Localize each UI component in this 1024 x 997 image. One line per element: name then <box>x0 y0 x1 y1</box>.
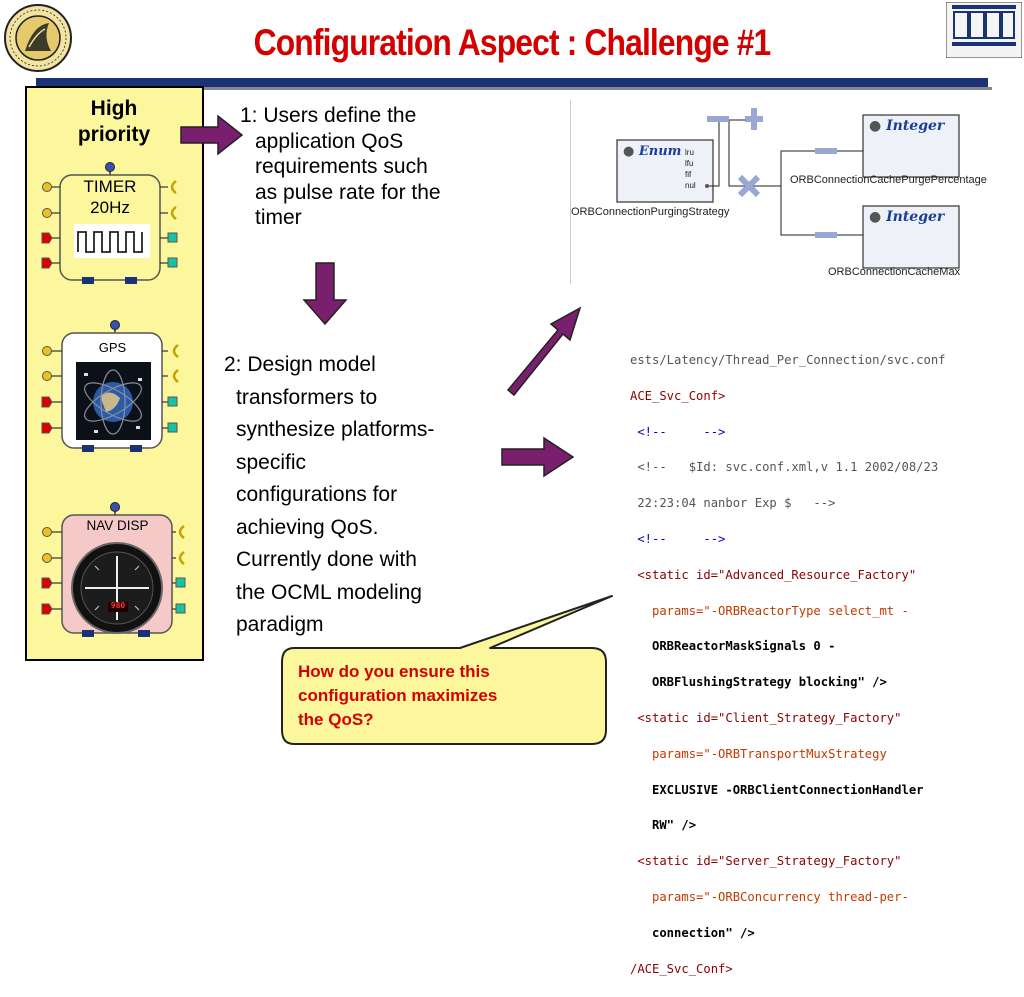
timer-label: TIMER 20Hz <box>60 176 160 218</box>
xml-line: ORBFlushingStrategy blocking" /> <box>630 675 887 690</box>
enum-box-label: ORBConnectionPurgingStrategy <box>571 206 730 218</box>
step1-line: requirements such <box>255 155 428 178</box>
high-priority-label: High priority <box>77 97 151 146</box>
xml-line: RW" /> <box>630 818 697 833</box>
gps-label: GPS <box>98 340 127 355</box>
step2-line: specific <box>236 450 307 474</box>
enum-box-title-text: Enum <box>638 144 682 159</box>
xml-line: params="-ORBTransportMuxStrategy <box>630 746 887 761</box>
step2-line: Currently done with <box>236 548 417 571</box>
xml-line: /ACE_Svc_Conf> <box>630 961 733 976</box>
integer-box-top-title-text: Integer <box>886 118 945 134</box>
callout-line: the QoS? <box>298 710 374 729</box>
step1-text: 1: Users define the application QoS requ… <box>240 103 570 231</box>
timer-label-line2: 20Hz <box>90 198 130 217</box>
timer-component <box>40 160 190 290</box>
xml-line: <!-- --> <box>630 424 726 439</box>
enum-item: fif <box>685 170 692 179</box>
vanderbilt-seal-logo <box>3 3 73 73</box>
header-rule <box>36 78 988 87</box>
step2-line: synthesize platforms- <box>236 418 435 441</box>
xml-line: <static id="Client_Strategy_Factory" <box>630 711 902 726</box>
step2-line: 2: Design model <box>224 353 376 376</box>
integer-box-top-title: ● Integer <box>869 118 944 134</box>
callout-line: configuration maximizes <box>298 686 498 705</box>
qos-model-diagram: ● Enum lru lfu fif nul ORBConnectionPurg… <box>570 100 1024 284</box>
step1-line: 1: Users define the <box>240 104 417 127</box>
callout-text: How do you ensure this configuration max… <box>298 660 588 732</box>
callout-line: How do you ensure this <box>298 662 490 681</box>
integer-icon: ● <box>869 209 882 225</box>
xml-line: connection" /> <box>630 925 755 940</box>
step2-line: the OCML modeling <box>236 580 422 604</box>
step2-line: paradigm <box>236 613 324 636</box>
xml-line: EXCLUSIVE -ORBClientConnectionHandler <box>630 782 924 797</box>
integer-box-bottom-label: ORBConnectionCacheMax <box>828 266 961 278</box>
enum-item: lfu <box>685 159 694 168</box>
xml-line: ORBReactorMaskSignals 0 - <box>630 639 836 654</box>
integer-box-bottom-title-text: Integer <box>886 209 945 225</box>
header-rule-shadow <box>40 87 992 90</box>
slide-title: Configuration Aspect : Challenge #1 <box>253 22 772 63</box>
xml-line: <static id="Advanced_Resource_Factory" <box>630 567 917 582</box>
xml-line: 22:23:04 nanbor Exp $ --> <box>630 496 836 511</box>
xml-line: <static id="Server_Strategy_Factory" <box>630 854 902 869</box>
integer-icon: ● <box>869 118 882 134</box>
right-arrow <box>501 436 575 478</box>
step2-text: 2: Design model transformers to synthesi… <box>224 352 524 638</box>
xml-line: params="-ORBConcurrency thread-per- <box>630 890 909 905</box>
integer-box-bottom-title: ● Integer <box>869 209 944 225</box>
xml-line: ACE_Svc_Conf> <box>630 388 726 403</box>
enum-item: nul <box>685 181 696 190</box>
integer-box-top-label: ORBConnectionCachePurgePercentage <box>790 174 987 186</box>
gps-component <box>40 318 190 460</box>
svc-conf-xml: ests/Latency/Thread_Per_Connection/svc.c… <box>630 334 1010 997</box>
step1-line: as pulse rate for the <box>255 180 441 204</box>
nav-display-label: NAV DISP <box>86 518 149 533</box>
step1-line: timer <box>255 206 302 229</box>
enum-icon: ● <box>623 144 635 159</box>
diagonal-arrow <box>506 306 582 397</box>
enum-item: lru <box>685 148 694 157</box>
enum-box-title: ● Enum <box>623 144 681 159</box>
xml-line: <!-- --> <box>630 531 726 546</box>
priority-arrow <box>180 114 244 156</box>
xml-line: <!-- $Id: svc.conf.xml,v 1.1 2002/08/23 <box>630 460 939 475</box>
enum-items: lru lfu fif nul <box>685 147 696 191</box>
step2-line: achieving QoS. <box>236 515 379 539</box>
xml-line: ests/Latency/Thread_Per_Connection/svc.c… <box>630 352 946 367</box>
nav-display-readout: 980 <box>110 601 126 610</box>
xml-line: params="-ORBReactorType select_mt - <box>630 603 909 618</box>
down-arrow <box>302 262 348 326</box>
nav-display-component <box>40 500 190 640</box>
step2-line: transformers to <box>236 385 378 409</box>
callout-bubble <box>281 595 613 745</box>
timer-label-line1: TIMER <box>83 177 137 196</box>
isis-institute-logo <box>945 1 1023 59</box>
step2-line: configurations for <box>236 483 398 506</box>
step1-line: application QoS <box>255 129 404 153</box>
